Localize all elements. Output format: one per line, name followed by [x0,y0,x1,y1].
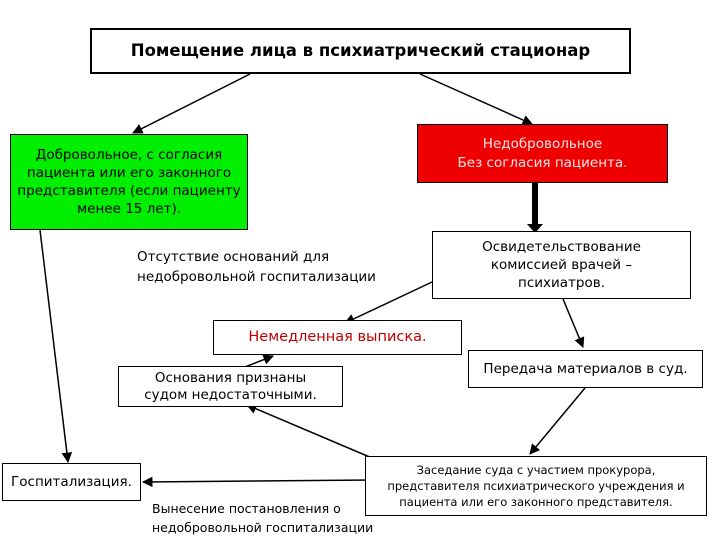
court-session-box: Заседание суда с участием прокурора, пре… [365,456,707,516]
arrow-examination-to-court-transfer [562,298,585,348]
immediate-discharge-box: Немедленная выписка. [213,320,462,355]
examination-text: Освидетельствование комиссией врачей – п… [482,238,641,292]
court-transfer-box: Передача материалов в суд. [468,350,703,388]
involuntary-line1: Недобровольное [482,136,603,153]
arrow-title-to-involuntary [419,73,533,125]
title-box: Помещение лица в психиатрический стацион… [90,28,631,74]
decision-label: Вынесение постановления о недобровольной… [152,499,373,538]
voluntary-text: Добровольное, с согласия пациента или ег… [17,146,241,218]
immediate-discharge-text: Немедленная выписка. [248,328,427,345]
grounds-insufficient-box: Основания признаны судом недостаточными. [118,366,343,407]
hospitalization-box: Госпитализация. [2,463,141,501]
decision-line1: Вынесение постановления о [152,501,341,516]
examination-box: Освидетельствование комиссией врачей – п… [432,231,691,299]
no-grounds-label: Отсутствие оснований для недобровольной … [137,247,376,288]
arrow-session-to-grounds-insufficient [246,403,373,459]
arrow-examination-to-discharge [344,281,433,324]
arrow-session-to-hospitalization [141,476,373,488]
arrow-grounds-insufficient-to-discharge [244,354,274,368]
no-grounds-line1: Отсутствие оснований для [137,249,330,265]
no-grounds-line2: недобровольной госпитализации [137,269,376,286]
involuntary-box: Недобровольное Без согласия пациента. [417,124,668,183]
grounds-insufficient-text: Основания признаны судом недостаточными. [144,369,317,403]
involuntary-line2: Без согласия пациента. [457,154,628,171]
arrow-involuntary-to-examination-head [527,224,543,233]
court-transfer-text: Передача материалов в суд. [483,360,688,377]
arrow-court-transfer-to-session [529,387,586,455]
arrow-title-to-voluntary [132,73,251,134]
title-text: Помещение лица в психиатрический стацион… [130,40,591,60]
arrow-voluntary-to-hospitalization [39,229,73,464]
decision-line2: недобровольной госпитализации [152,520,374,536]
court-session-text: Заседание суда с участием прокурора, пре… [387,462,685,510]
voluntary-box: Добровольное, с согласия пациента или ег… [10,134,248,230]
hospitalization-text: Госпитализация. [11,473,132,490]
